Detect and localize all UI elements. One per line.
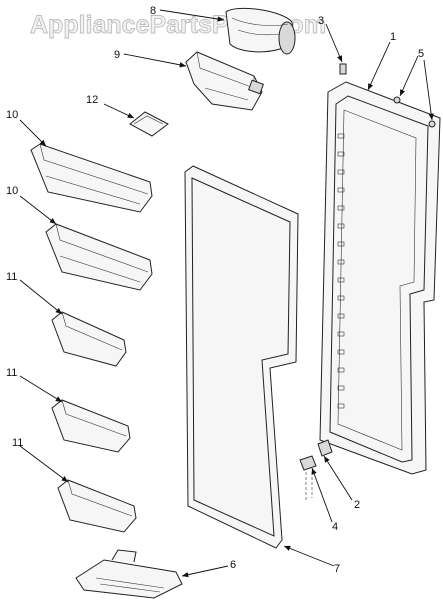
part-6-ice-tray bbox=[75, 549, 183, 599]
part-11-small-bin-1 bbox=[51, 311, 127, 367]
callout-5: 5 bbox=[418, 48, 424, 60]
callout-9: 9 bbox=[114, 49, 120, 61]
callout-labels: 8 9 3 1 5 12 10 10 11 11 11 2 4 6 7 bbox=[6, 5, 424, 575]
part-5-screws bbox=[393, 96, 436, 128]
part-12-small-shelf bbox=[129, 111, 169, 137]
callout-3: 3 bbox=[318, 15, 324, 27]
part-7-door-gasket bbox=[184, 165, 299, 549]
callout-6: 6 bbox=[230, 559, 236, 571]
callout-2: 2 bbox=[354, 499, 360, 511]
part-2-hinge bbox=[317, 439, 333, 457]
callout-10-lower: 10 bbox=[6, 185, 18, 197]
callout-12: 12 bbox=[86, 94, 98, 106]
callout-10-upper: 10 bbox=[6, 109, 18, 121]
part-11-small-bin-2 bbox=[51, 399, 131, 453]
callout-11-first: 11 bbox=[6, 271, 17, 283]
callout-1: 1 bbox=[390, 31, 396, 43]
leader-lines bbox=[19, 9, 434, 578]
part-10-door-bin-upper bbox=[30, 143, 153, 213]
part-9-upper-bin bbox=[185, 51, 264, 111]
callout-8: 8 bbox=[150, 5, 156, 17]
callout-7: 7 bbox=[334, 563, 340, 575]
part-11-small-bin-3 bbox=[57, 479, 137, 533]
part-8-dairy-bin bbox=[225, 7, 296, 55]
shelf-holes bbox=[337, 133, 345, 409]
callout-11-third: 11 bbox=[12, 437, 23, 449]
part-1-door-assembly bbox=[319, 81, 441, 475]
part-3-hinge-pin bbox=[339, 63, 347, 75]
part-4-bracket bbox=[299, 455, 317, 500]
part-10-door-bin-lower bbox=[45, 223, 153, 291]
callout-4: 4 bbox=[332, 521, 338, 533]
callout-11-second: 11 bbox=[6, 367, 17, 379]
